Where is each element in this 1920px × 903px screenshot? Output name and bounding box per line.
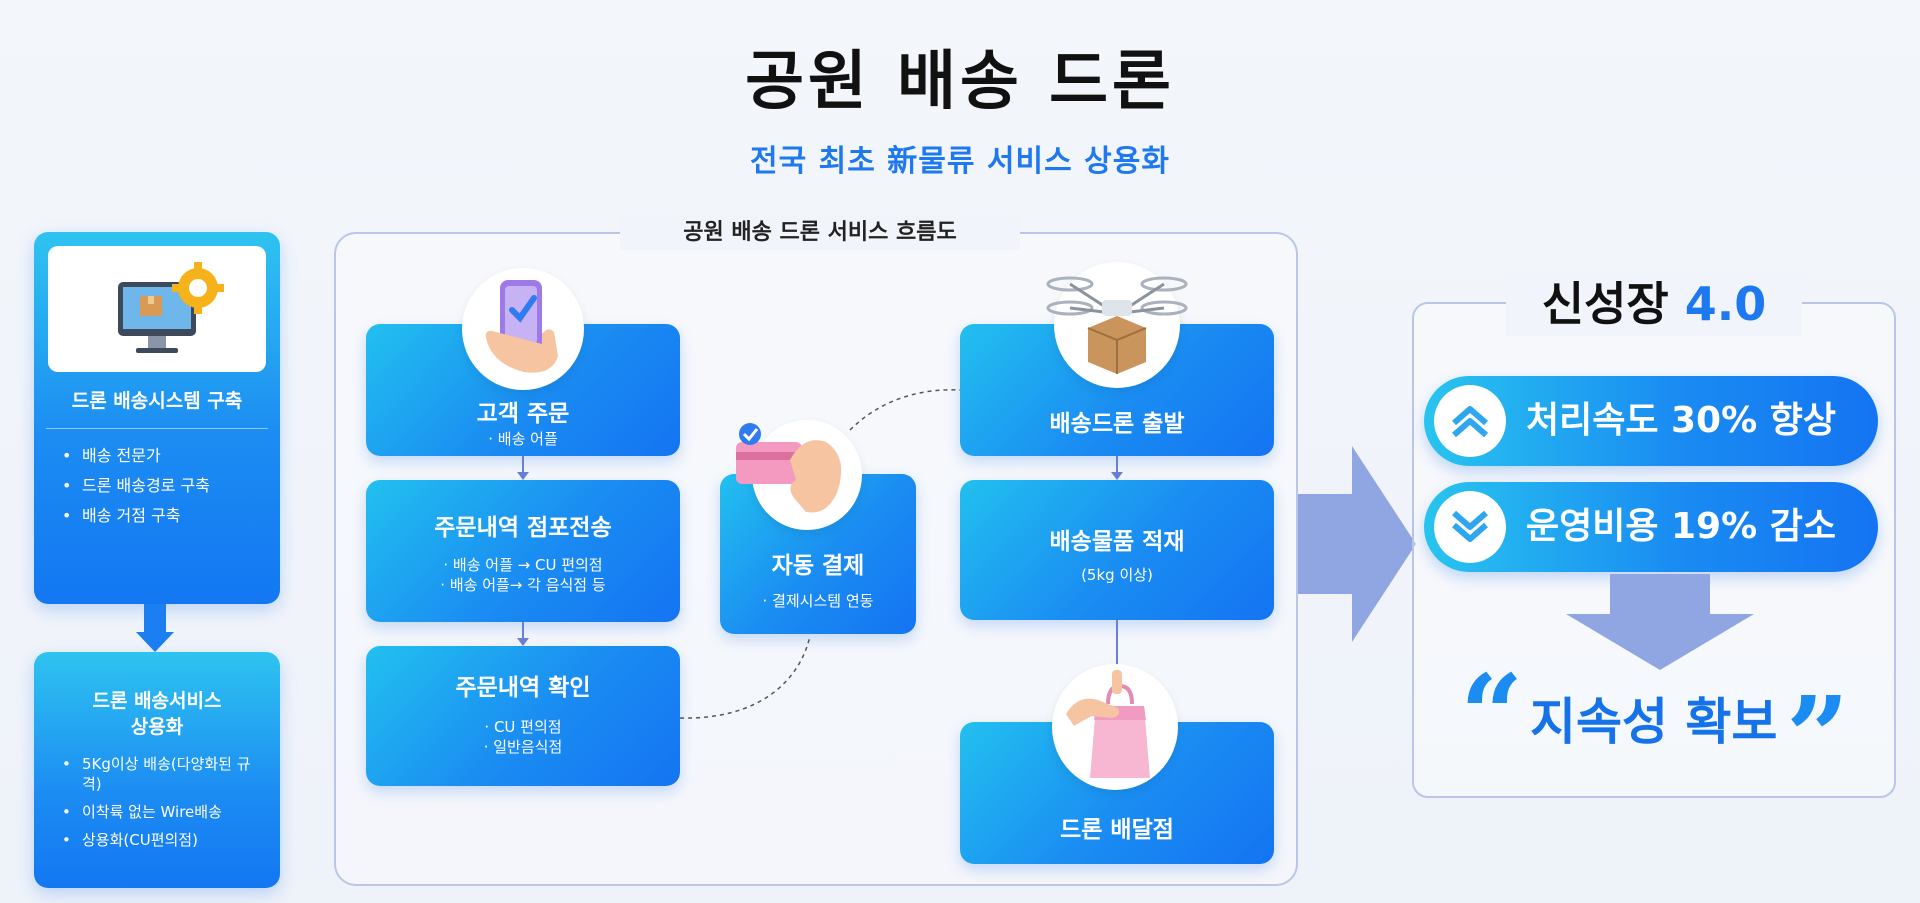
close-quote-mark: ” [1786, 672, 1850, 801]
flow-diagram-label: 공원 배송 드론 서비스 흐름도 [620, 216, 1020, 250]
operating-cost-pill: 운영비용 19% 감소 [1424, 482, 1878, 572]
service-commercialization-heading: 드론 배송서비스 상용화 [92, 690, 222, 738]
list-item: 드론 배송경로 구축 [60, 476, 210, 496]
page-title: 공원 배송 드론 [745, 45, 1175, 119]
operating-cost-text: 운영비용 19% 감소 [1526, 506, 1836, 547]
list-item: 배송 전문가 [60, 446, 210, 466]
processing-speed-text: 처리속도 30% 향상 [1526, 400, 1836, 441]
big-right-arrow [1298, 446, 1416, 642]
sustainability-block: “ 지속성 확보 ” [1424, 650, 1884, 801]
chevron-down-icon [1434, 491, 1506, 563]
down-connector [144, 604, 166, 634]
chevron-up-icon [1434, 385, 1506, 457]
system-build-list: 배송 전문가 드론 배송경로 구축 배송 거점 구축 [60, 446, 210, 536]
sustainability-text: 지속성 확보 [1530, 693, 1778, 751]
computer-gear-icon [118, 262, 224, 353]
order-transfer-card: 주문내역 점포전송 · 배송 어플 → CU 편의점 · 배송 어플→ 각 음식… [366, 480, 680, 622]
card-hand-icon [736, 423, 842, 513]
bag-circle [1052, 664, 1178, 790]
open-quote-mark: “ [1460, 650, 1524, 779]
service-commercialization-card: 드론 배송서비스 상용화 5Kg이상 배송(다양화된 규격) 이착륙 없는 Wi… [34, 652, 280, 888]
drone-box-icon [1046, 276, 1188, 374]
list-item: 상용화(CU편의점) [60, 830, 260, 850]
list-item: 이착륙 없는 Wire배송 [60, 802, 260, 822]
arrow-order-to-transfer [517, 456, 529, 480]
phone-circle [462, 268, 584, 390]
drone-circle [1046, 262, 1188, 388]
order-confirm-card: 주문내역 확인 · CU 편의점 · 일반음식점 [366, 646, 680, 786]
cargo-loading-card: 배송물품 적재 (5kg 이상) [960, 480, 1274, 620]
new-growth-title: 신성장 4.0 [1506, 272, 1802, 336]
processing-speed-pill: 처리속도 30% 향상 [1424, 376, 1878, 466]
icon-box [48, 246, 266, 372]
phone-hand-icon [485, 280, 558, 373]
list-item: 5Kg이상 배송(다양화된 규격) [60, 754, 260, 794]
list-item: 배송 거점 구축 [60, 506, 210, 526]
system-build-heading: 드론 배송시스템 구축 [71, 390, 243, 412]
divider [46, 428, 268, 429]
down-connector-tip [136, 632, 174, 652]
system-build-card: 드론 배송시스템 구축 배송 전문가 드론 배송경로 구축 배송 거점 구축 [34, 232, 280, 604]
page-subtitle: 전국 최초 新물류 서비스 상용화 [750, 144, 1170, 179]
payment-circle [736, 420, 862, 530]
arrow-depart-to-load [1111, 456, 1123, 480]
arrow-transfer-to-confirm [517, 622, 529, 646]
down-arrow [1566, 574, 1754, 670]
service-commercialization-list: 5Kg이상 배송(다양화된 규격) 이착륙 없는 Wire배송 상용화(CU편의… [60, 754, 260, 858]
shopping-bag-icon [1066, 670, 1150, 778]
